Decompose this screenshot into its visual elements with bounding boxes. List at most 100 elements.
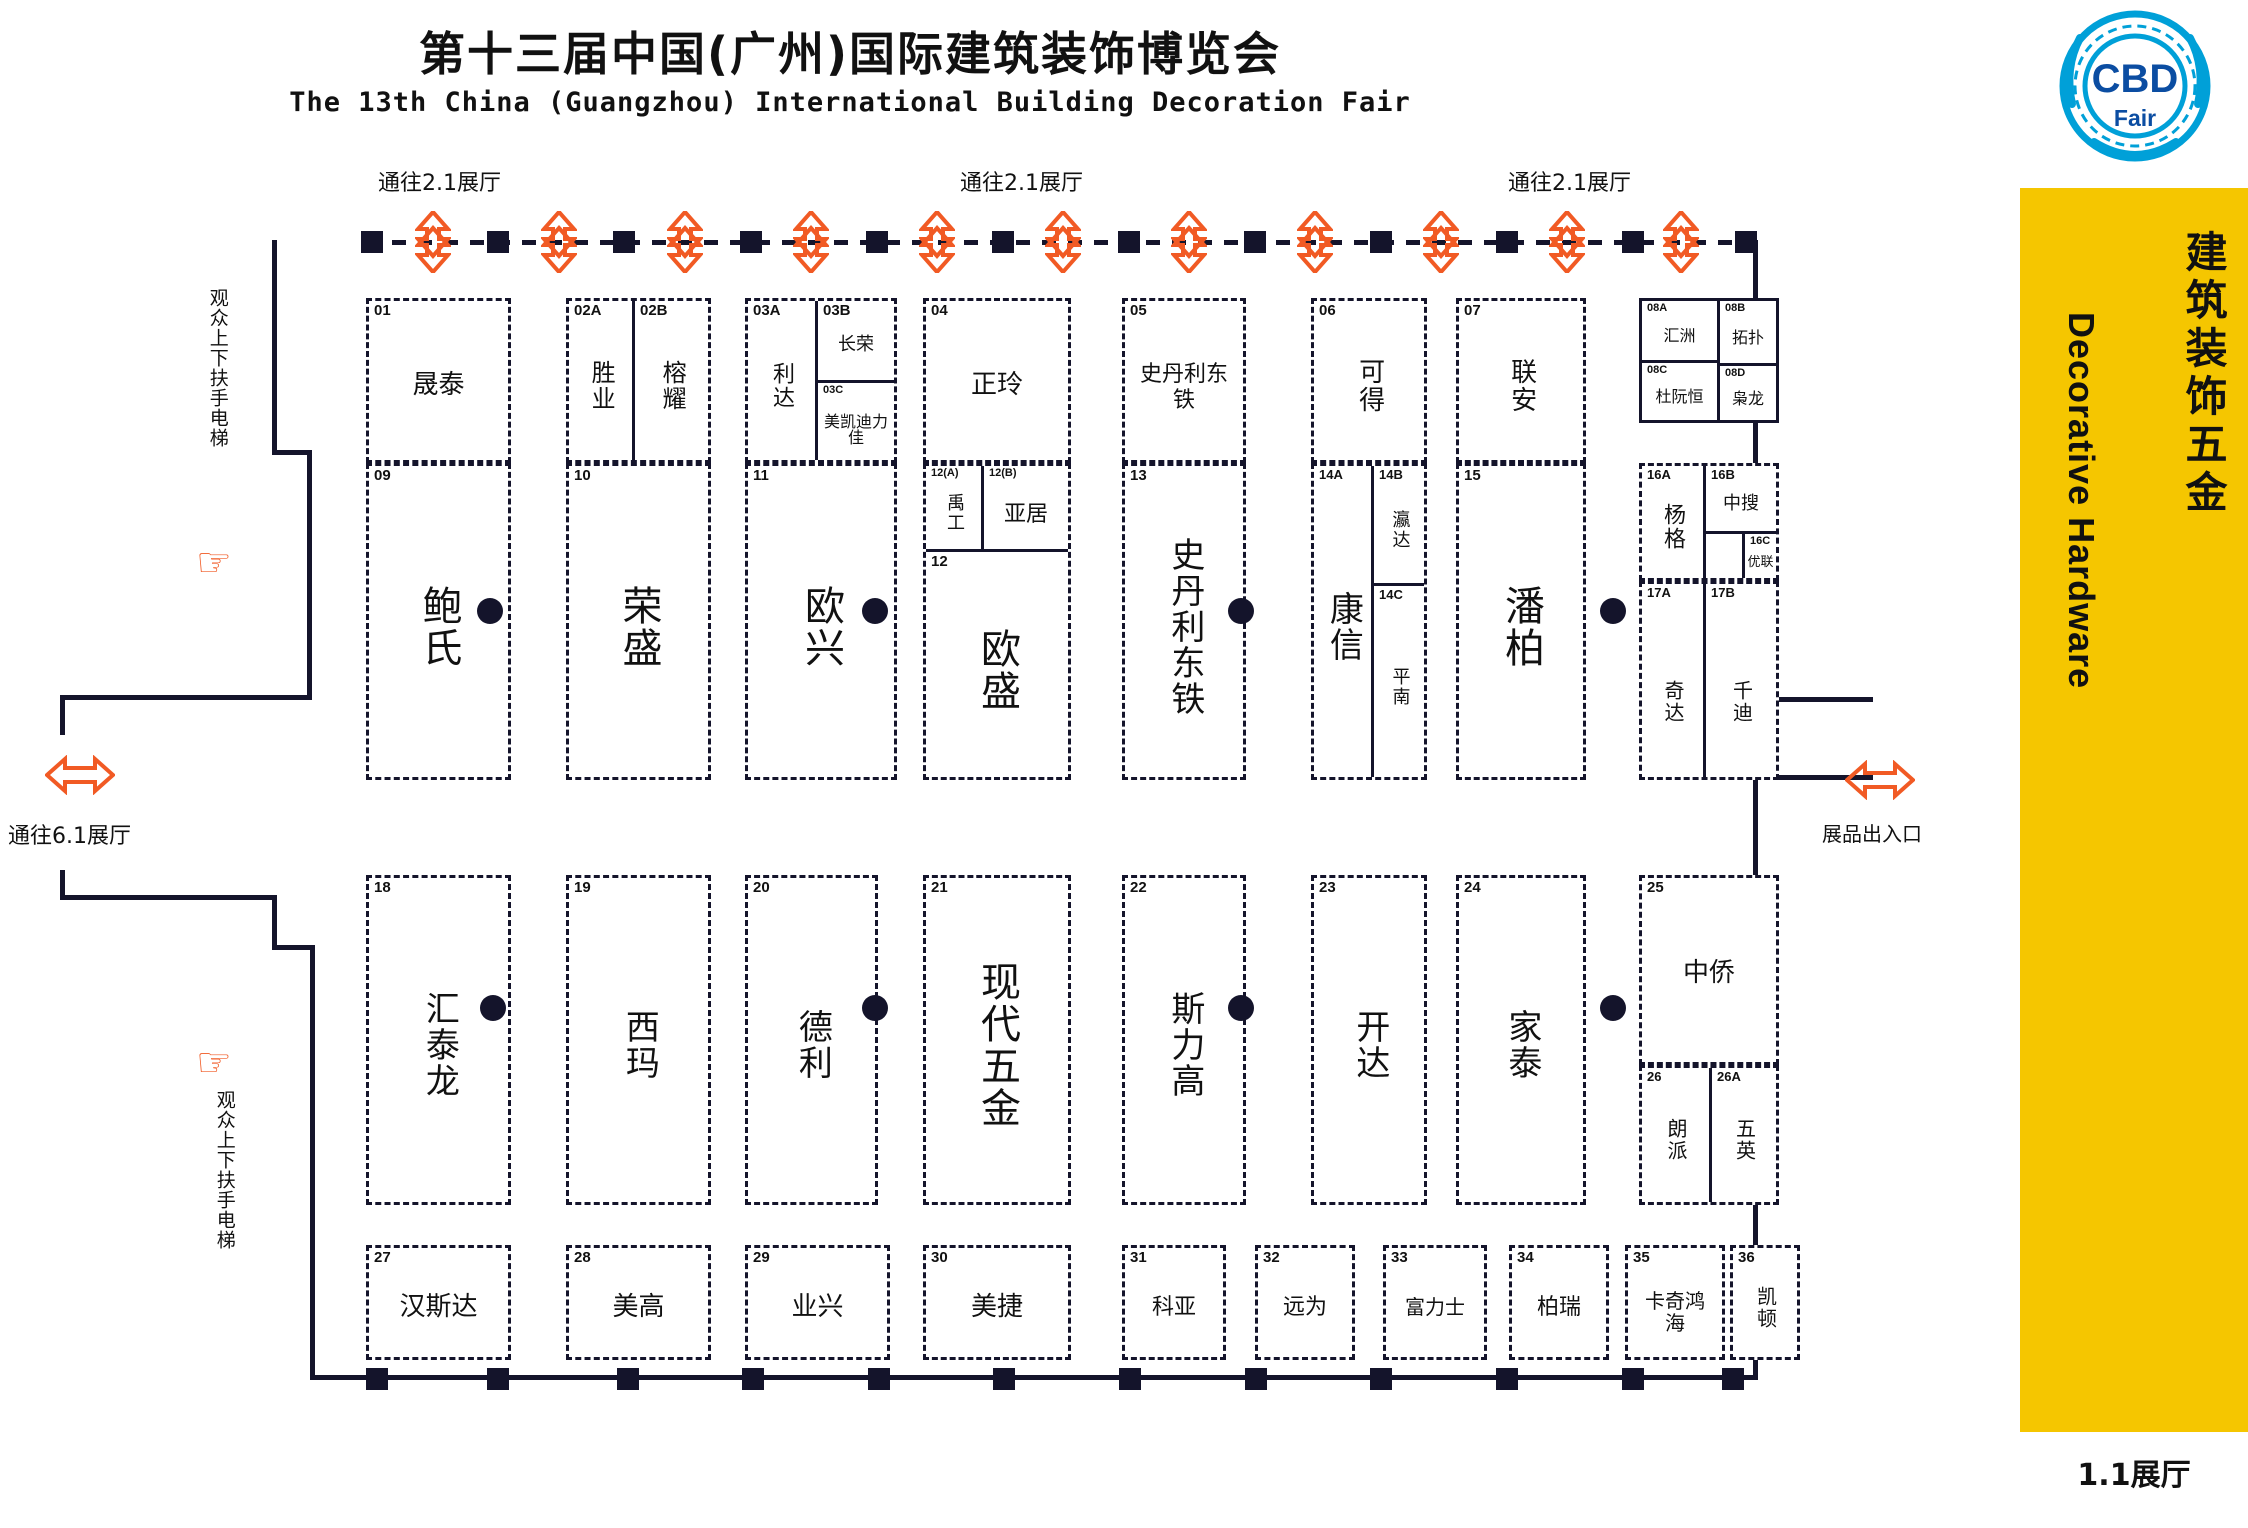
booth-02[interactable]: 02A 胜业 02B 榕耀 [566, 298, 711, 463]
booth-27[interactable]: 27 汉斯达 [366, 1245, 511, 1360]
booth-08A[interactable]: 08A 汇洲 [1642, 301, 1720, 363]
booth-08C[interactable]: 08C 杜阮恒 [1642, 363, 1720, 420]
booth-03B[interactable]: 03B 长荣 [818, 301, 894, 383]
double-arrow-icon [1171, 211, 1207, 273]
booth-15[interactable]: 15 潘柏 [1456, 463, 1586, 780]
booth-19[interactable]: 19 西玛 [566, 875, 711, 1205]
booth-25[interactable]: 25 中侨 [1639, 875, 1779, 1065]
pillar-dot [480, 995, 506, 1021]
booth-14C[interactable]: 14C 平南 [1374, 586, 1424, 777]
pillar [361, 231, 383, 253]
booth-08[interactable]: 08A 汇洲 08B 拓扑 08C 杜阮恒 08D 枭龙 [1639, 298, 1779, 423]
booth-21[interactable]: 21 现代五金 [923, 875, 1071, 1205]
booth-12B[interactable]: 12(B) 亚居 [984, 466, 1068, 552]
booth-20[interactable]: 20 德利 [745, 875, 878, 1205]
booth-number: 24 [1464, 879, 1481, 896]
booth-name: 杜阮恒 [1655, 387, 1704, 407]
booth-12[interactable]: 12(A) 禹工 12(B) 亚居 12 欧盛 [923, 463, 1071, 780]
double-arrow-icon [1549, 211, 1585, 273]
booth-16B[interactable]: 16B 中搜 [1706, 466, 1776, 534]
booth-02A[interactable]: 02A 胜业 [569, 301, 635, 460]
booth-24[interactable]: 24 家泰 [1456, 875, 1586, 1205]
booth-name: 拓扑 [1731, 327, 1764, 347]
booth-number: 26 [1647, 1069, 1662, 1084]
booth-17A[interactable]: 17A 奇达 [1642, 584, 1706, 777]
booth-01[interactable]: 01 晟泰 [366, 298, 511, 463]
booth-03C[interactable]: 03C 美凯迪力佳 [818, 383, 894, 460]
booth-05[interactable]: 05 史丹利东铁 [1122, 298, 1246, 463]
booth-name: 斯力高 [1164, 991, 1205, 1099]
booth-18[interactable]: 18 汇泰龙 [366, 875, 511, 1205]
booth-number: 14B [1379, 467, 1403, 482]
booth-32[interactable]: 32 远为 [1255, 1245, 1355, 1360]
booth-06[interactable]: 06 可得 [1311, 298, 1427, 463]
booth-name: 可得 [1354, 357, 1385, 414]
booth-28[interactable]: 28 美高 [566, 1245, 711, 1360]
booth-23[interactable]: 23 开达 [1311, 875, 1427, 1205]
booth-number: 01 [374, 302, 391, 319]
booth-14A[interactable]: 14A 康信 [1314, 466, 1374, 777]
booth-number: 15 [1464, 467, 1481, 484]
booth-26-main[interactable]: 26 朗派 [1642, 1068, 1712, 1202]
booth-13[interactable]: 13 史丹利东铁 [1122, 463, 1246, 780]
booth-08B[interactable]: 08B 拓扑 [1720, 301, 1776, 363]
booth-03A[interactable]: 03A 利达 [748, 301, 818, 460]
booth-number: 16A [1647, 467, 1671, 482]
booth-16[interactable]: 16A 杨格 16B 中搜 16C 优联 [1639, 463, 1779, 581]
booth-name: 利达 [769, 361, 795, 410]
floor-plan-map: 通往2.1展厅 通往2.1展厅 通往2.1展厅 通往6.1展厅 展品出入口 观众… [8, 171, 1922, 1390]
booth-29[interactable]: 29 业兴 [745, 1245, 890, 1360]
double-arrow-icon [1423, 211, 1459, 273]
booth-name: 胜业 [587, 359, 616, 412]
pillar [740, 231, 762, 253]
pillar-dot [1600, 598, 1626, 624]
booth-26A[interactable]: 26A 五英 [1712, 1068, 1776, 1202]
booth-34[interactable]: 34 柏瑞 [1509, 1245, 1609, 1360]
logo-main-text: CBD [2092, 57, 2179, 101]
label-exhibit-entrance: 展品出入口 [1822, 822, 1922, 846]
pillar [868, 1368, 890, 1390]
pillar [742, 1368, 764, 1390]
booth-17B[interactable]: 17B 千迪 [1706, 584, 1776, 777]
booth-number: 28 [574, 1249, 591, 1266]
booth-35[interactable]: 35 卡奇鸿海 [1625, 1245, 1725, 1360]
booth-14B[interactable]: 14B 瀛达 [1374, 466, 1424, 586]
booth-name: 西玛 [619, 1009, 660, 1081]
pillar [617, 1368, 639, 1390]
booth-name: 美捷 [970, 1291, 1023, 1322]
booth-number: 36 [1738, 1249, 1755, 1266]
booth-33[interactable]: 33 富力士 [1383, 1245, 1487, 1360]
booth-name: 五英 [1732, 1118, 1757, 1162]
booth-03[interactable]: 03A 利达 03B 长荣 03C 美凯迪力佳 [745, 298, 897, 463]
pillar [1118, 231, 1140, 253]
pillar [1245, 1368, 1267, 1390]
booth-16C[interactable]: 16C 优联 [1742, 534, 1776, 578]
booth-36[interactable]: 36 凯顿 [1730, 1245, 1800, 1360]
booth-07[interactable]: 07 联安 [1456, 298, 1586, 463]
booth-12-main[interactable]: 12 欧盛 [926, 552, 1068, 777]
booth-31[interactable]: 31 科亚 [1122, 1245, 1226, 1360]
booth-number: 33 [1391, 1249, 1408, 1266]
booth-number: 35 [1633, 1249, 1650, 1266]
cbd-fair-logo: CBD Fair [2050, 8, 2220, 180]
booth-number: 22 [1130, 879, 1147, 896]
booth-14[interactable]: 14A 康信 14B 瀛达 14C 平南 [1311, 463, 1427, 780]
booth-02B[interactable]: 02B 榕耀 [635, 301, 708, 460]
booth-04[interactable]: 04 正玲 [923, 298, 1071, 463]
booth-name: 奇达 [1661, 679, 1685, 724]
booth-08D[interactable]: 08D 枭龙 [1720, 363, 1776, 420]
booth-12A[interactable]: 12(A) 禹工 [926, 466, 984, 552]
logo-band: CBD Fair [2020, 0, 2248, 188]
category-label-english: Decorative Hardware [2061, 312, 2102, 690]
booth-number: 02A [574, 302, 602, 319]
booth-10[interactable]: 10 荣盛 [566, 463, 711, 780]
booth-16A[interactable]: 16A 杨格 [1642, 466, 1706, 578]
booth-17[interactable]: 17A 奇达 17B 千迪 [1639, 581, 1779, 780]
booth-26[interactable]: 26 朗派 26A 五英 [1639, 1065, 1779, 1205]
pillar-dot [1228, 995, 1254, 1021]
booth-name: 汇洲 [1663, 326, 1696, 346]
booth-30[interactable]: 30 美捷 [923, 1245, 1071, 1360]
wall-segment [307, 450, 312, 700]
wall-segment [1753, 697, 1873, 702]
booth-22[interactable]: 22 斯力高 [1122, 875, 1246, 1205]
